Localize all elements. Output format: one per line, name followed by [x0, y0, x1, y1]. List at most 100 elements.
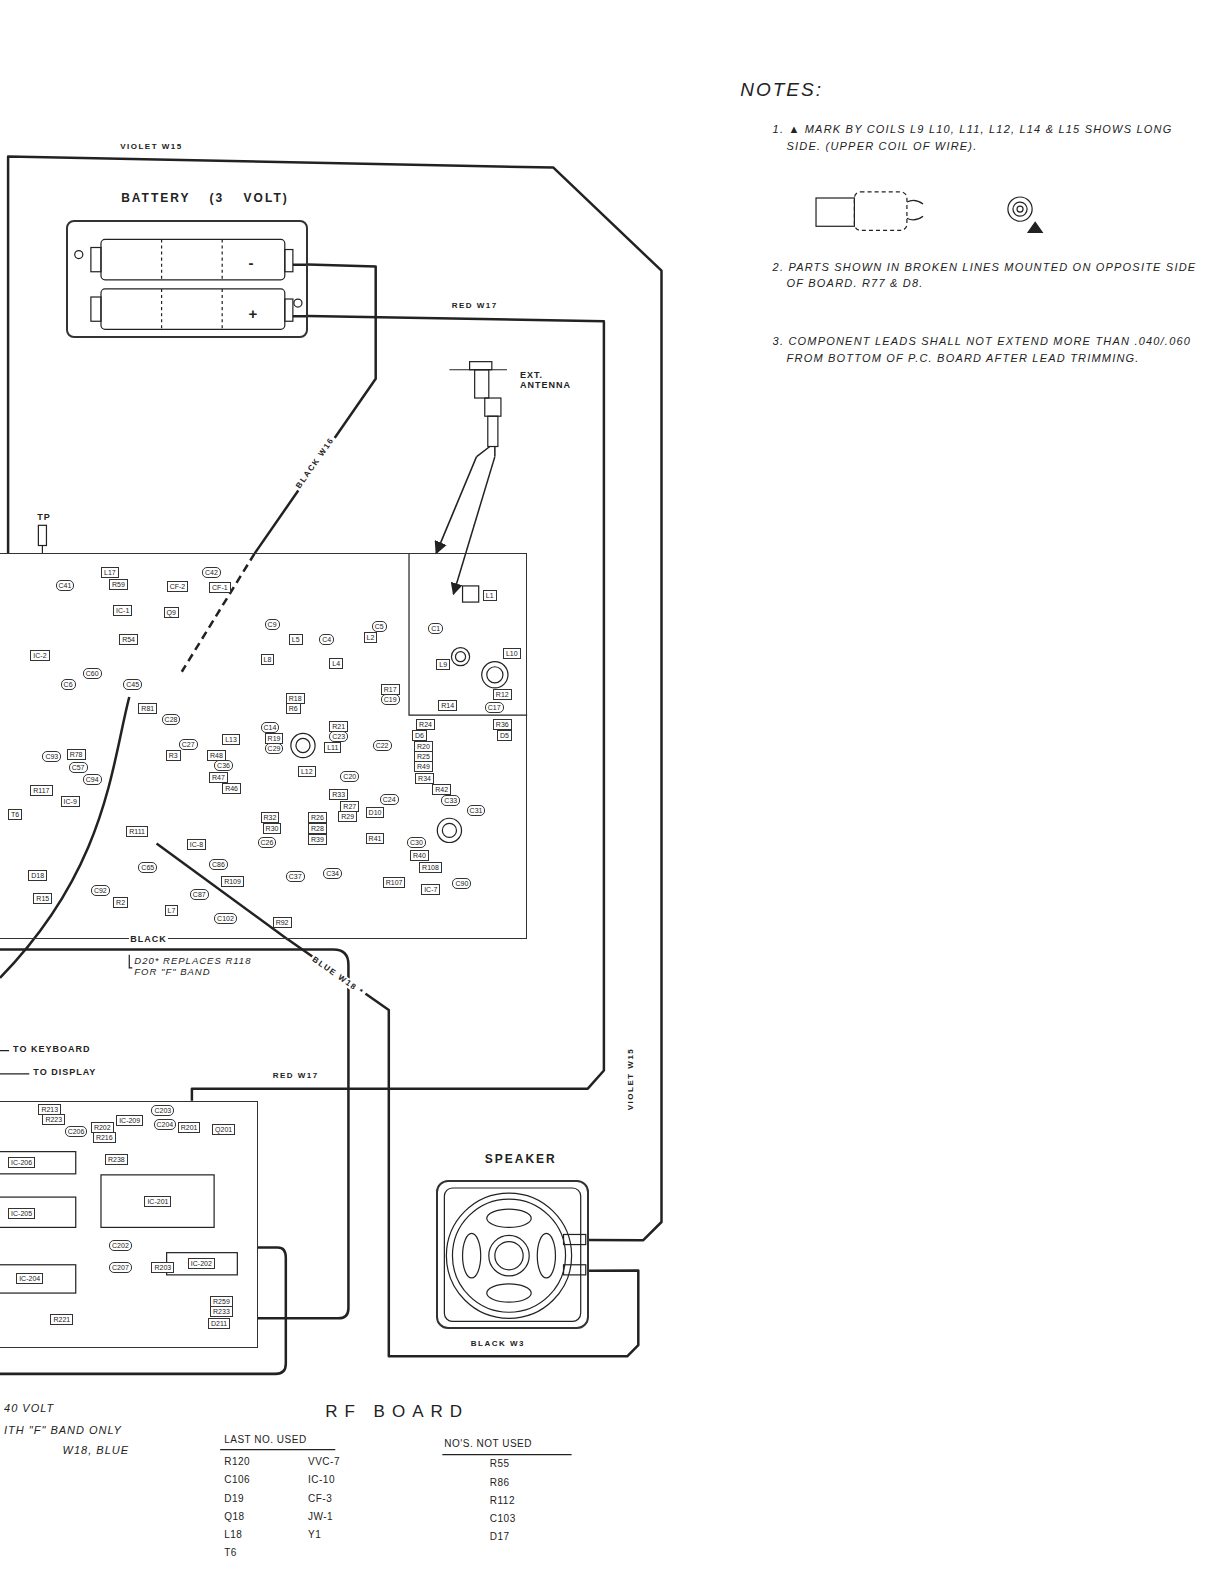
heading: BATTERY (3 VOLT)	[121, 192, 289, 206]
component-label: R49	[414, 761, 433, 772]
component-label: R39	[308, 834, 327, 845]
table-cell: Y1	[308, 1529, 321, 1541]
wire	[8, 157, 661, 1241]
cell-seam	[162, 239, 223, 329]
component-label: R216	[93, 1132, 116, 1143]
mark-triangle	[1028, 222, 1042, 232]
wire	[255, 265, 376, 554]
component-label: R34	[415, 773, 434, 784]
component-label: C29	[265, 743, 284, 754]
component-label: R111	[126, 826, 148, 837]
coil-symbol	[451, 648, 469, 666]
component-label: L9	[436, 659, 450, 670]
battery-contact	[285, 250, 293, 272]
speaker: SPEAKER	[436, 1180, 588, 1329]
component-label: R42	[432, 784, 451, 795]
component-label: C9	[265, 619, 280, 630]
coil-symbol	[487, 667, 503, 683]
battery-cell	[101, 289, 285, 329]
ic-outline	[0, 1197, 76, 1227]
component-label: C22	[373, 740, 392, 751]
wire	[0, 1248, 286, 1374]
component-label: C27	[179, 739, 198, 750]
component-label: C94	[83, 774, 102, 785]
component-label: R238	[105, 1154, 128, 1165]
component-label: C33	[441, 795, 460, 806]
coil-lead	[907, 200, 923, 219]
component-label: L7	[165, 905, 179, 916]
component-label: R30	[263, 823, 282, 834]
polarity-sign: +	[245, 305, 260, 322]
table-cell: IC-10	[308, 1474, 335, 1486]
component-label: L2	[364, 632, 378, 643]
speaker-slot	[463, 1233, 481, 1277]
battery-spring	[91, 248, 101, 272]
component-label: C207	[109, 1262, 132, 1273]
coil-symbol	[455, 652, 465, 662]
component-label: R223	[42, 1114, 65, 1125]
ic-outline	[0, 1152, 76, 1174]
component-label: R47	[209, 772, 228, 783]
component-label: IC-2	[30, 650, 49, 661]
component-label: L12	[298, 766, 316, 777]
component-label: IC-205	[8, 1208, 35, 1219]
component-label: C102	[214, 913, 237, 924]
table-cell: C106	[224, 1474, 250, 1486]
speaker-cone	[489, 1235, 529, 1275]
component-label: D10	[366, 807, 385, 818]
component-label: R107	[383, 877, 406, 888]
component-label: IC-8	[187, 839, 206, 850]
speaker-cone	[452, 1199, 565, 1312]
coil-winding	[854, 192, 907, 230]
mount-hole	[294, 299, 302, 307]
battery-spring	[91, 297, 101, 321]
component-label: C14	[261, 722, 280, 733]
table-cell: R55	[490, 1458, 510, 1470]
component-label: C37	[286, 871, 305, 882]
component-label: L10	[503, 648, 521, 659]
component-label: IC-209	[116, 1115, 143, 1126]
table-cell: Q18	[224, 1511, 244, 1523]
coil-symbol	[482, 662, 508, 688]
test-point	[38, 525, 46, 545]
component-label: CF-1	[209, 582, 231, 593]
note-text: 3. COMPONENT LEADS SHALL NOT EXTEND MORE…	[773, 333, 1211, 366]
hidden-wire	[182, 554, 255, 672]
component-label: D5	[497, 730, 512, 741]
component-label: R28	[308, 823, 327, 834]
component-label: C90	[452, 878, 471, 889]
component-label: D18	[28, 870, 47, 881]
jack-body	[485, 398, 501, 416]
component-label: C41	[56, 580, 75, 591]
coil-top-view	[1017, 206, 1023, 212]
wire	[288, 939, 639, 1356]
component-label: C202	[109, 1240, 132, 1251]
component-label: R78	[67, 749, 86, 760]
jack-body	[475, 370, 489, 398]
component-label: C93	[42, 751, 61, 762]
component-label: R233	[210, 1306, 233, 1317]
component-label: C5	[372, 621, 387, 632]
destination-label: TO KEYBOARD	[12, 1044, 91, 1054]
board-divider	[409, 554, 527, 716]
component-label: C24	[380, 794, 399, 805]
battery-holder: BATTERY (3 VOLT)-+	[66, 220, 308, 338]
component-label: C45	[123, 679, 142, 690]
table-cell: L18	[224, 1529, 242, 1541]
coil-block	[463, 586, 479, 602]
component-label: R203	[151, 1262, 174, 1273]
table-cell: R120	[224, 1456, 250, 1468]
wire-label: BLACK W3	[469, 1340, 527, 1349]
component-label: Q9	[164, 607, 179, 618]
component-label: R221	[50, 1314, 73, 1325]
heading: SPEAKER	[485, 1153, 557, 1167]
battery-contact	[285, 299, 293, 321]
coil-symbol	[291, 733, 315, 757]
callout-note: 40 VOLT	[4, 1402, 54, 1415]
component-label: C36	[214, 760, 233, 771]
component-label: C87	[190, 889, 209, 900]
component-label: L11	[324, 742, 341, 753]
table-cell: JW-1	[308, 1511, 333, 1523]
component-label: C206	[65, 1126, 88, 1137]
